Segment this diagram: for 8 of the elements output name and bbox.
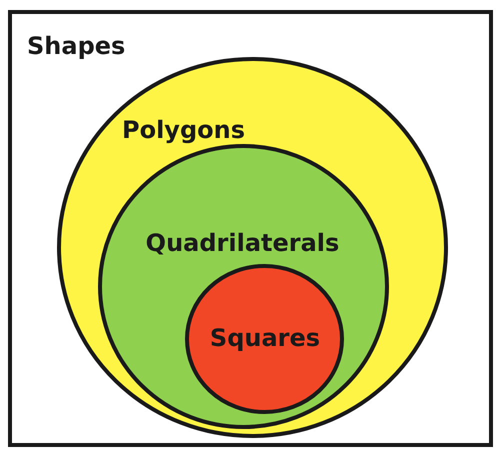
universe-box [8, 10, 493, 447]
set-label: Polygons [122, 116, 245, 144]
set-circle [57, 57, 448, 438]
set-circle [98, 144, 389, 429]
set-label: Shapes [27, 32, 126, 60]
set-label: Quadrilaterals [146, 228, 340, 256]
set-label: Squares [210, 324, 320, 352]
set-circle [185, 264, 344, 414]
